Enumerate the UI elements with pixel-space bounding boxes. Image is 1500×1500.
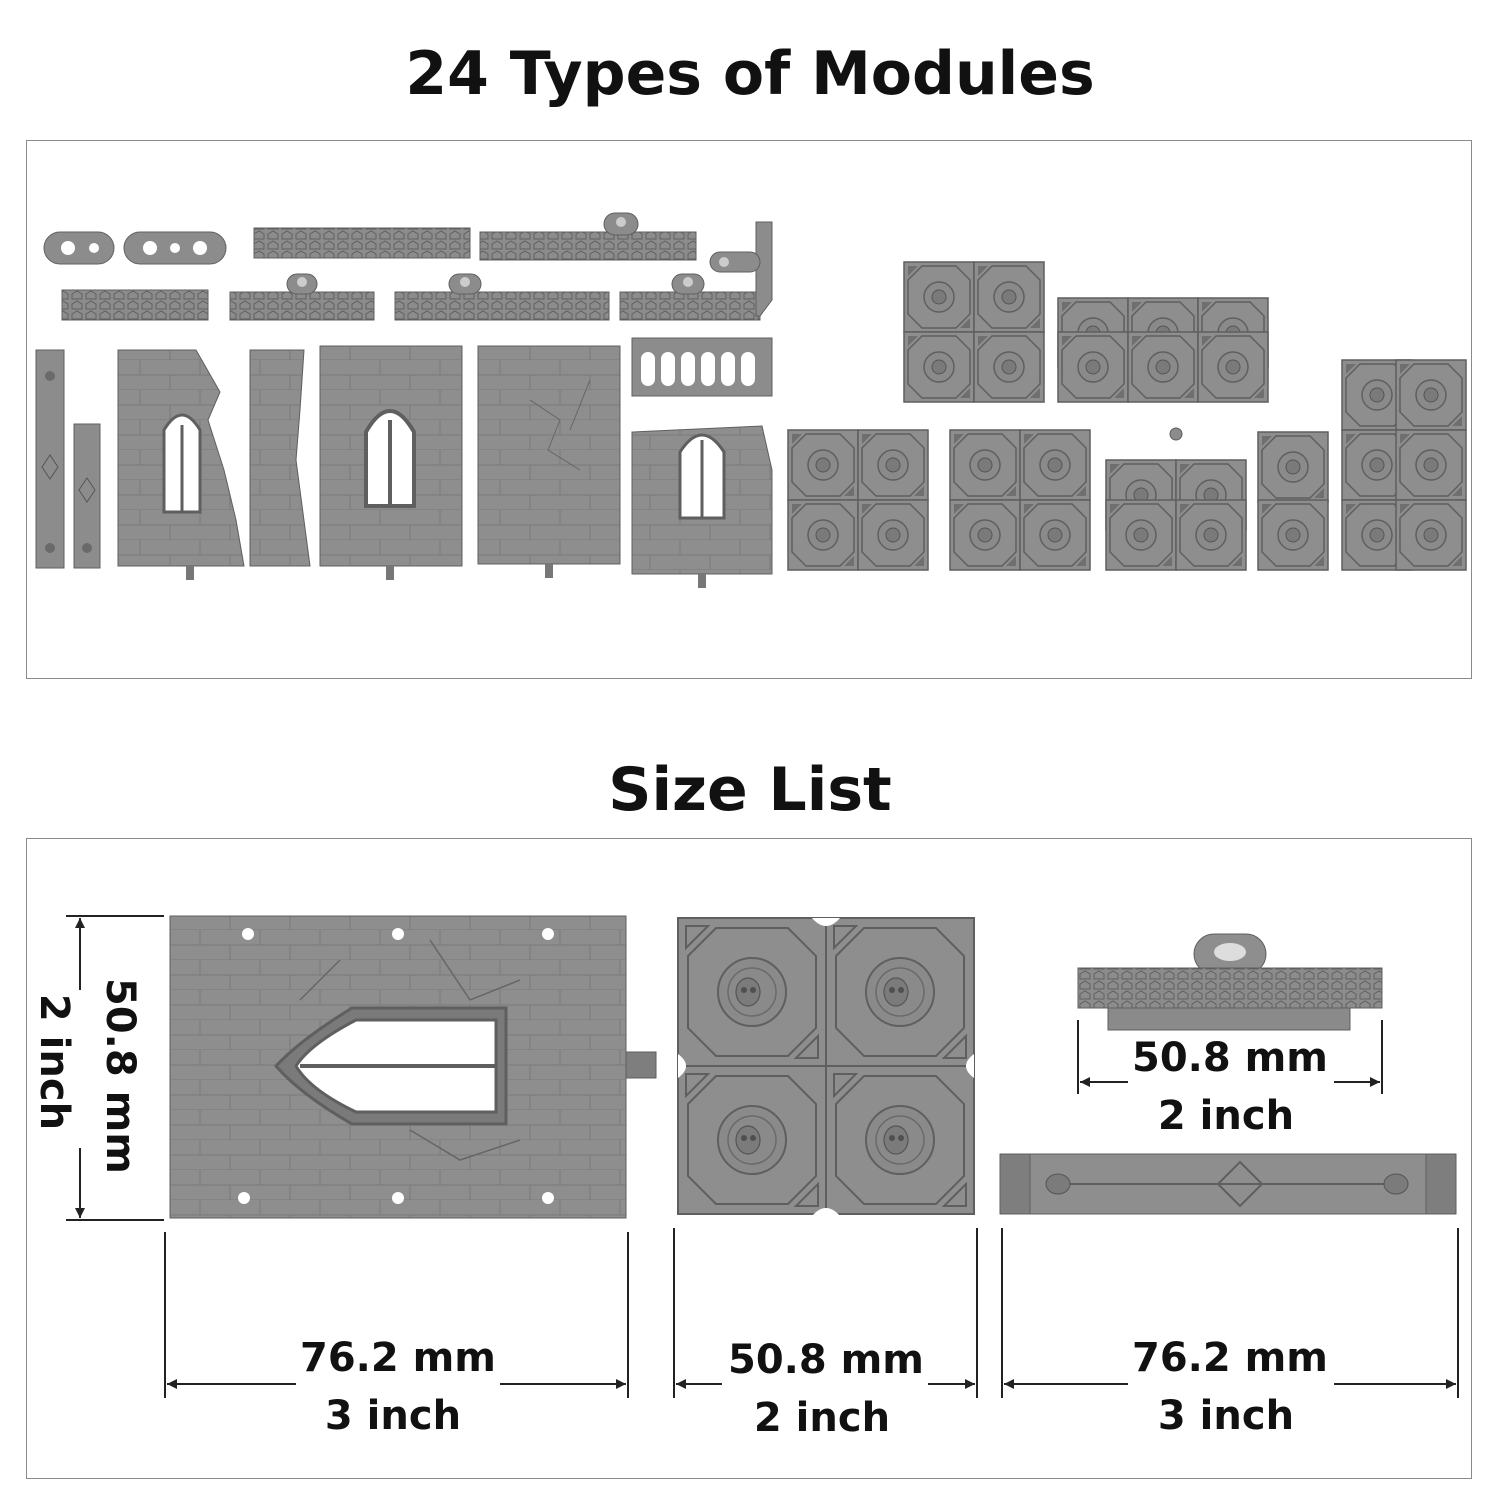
cornice-width-inch-label: 2 inch bbox=[1157, 1093, 1295, 1139]
floor-model-large bbox=[677, 917, 975, 1216]
wall-model-large bbox=[169, 915, 657, 1219]
floor-tiles bbox=[787, 261, 1467, 571]
wall-height-inch-label: 2 inch bbox=[31, 993, 77, 1131]
floor-width-mm-label: 50.8 mm bbox=[728, 1337, 924, 1383]
floor-width-inch-label: 2 inch bbox=[753, 1395, 891, 1441]
wall-panels bbox=[117, 337, 773, 588]
pillars bbox=[35, 349, 101, 569]
wall-width-mm-label: 76.2 mm bbox=[300, 1335, 496, 1381]
modules-title: 24 Types of Modules bbox=[405, 39, 1095, 109]
pillar-width-inch-label: 3 inch bbox=[1157, 1393, 1295, 1439]
cornice-strips bbox=[61, 212, 773, 321]
connector-small bbox=[43, 231, 115, 265]
wall-height-mm-label: 50.8 mm bbox=[97, 978, 143, 1174]
pillar-model-horizontal bbox=[999, 1153, 1457, 1215]
connector-large bbox=[123, 231, 227, 265]
dimension-lines bbox=[66, 915, 1459, 1398]
cornice-width-mm-label: 50.8 mm bbox=[1132, 1035, 1328, 1081]
pillar-width-mm-label: 76.2 mm bbox=[1132, 1335, 1328, 1381]
wall-width-inch-label: 3 inch bbox=[324, 1393, 462, 1439]
cornice-model bbox=[1077, 933, 1383, 1031]
dimension-arrows bbox=[75, 918, 1456, 1389]
size-list-title: Size List bbox=[608, 755, 892, 825]
